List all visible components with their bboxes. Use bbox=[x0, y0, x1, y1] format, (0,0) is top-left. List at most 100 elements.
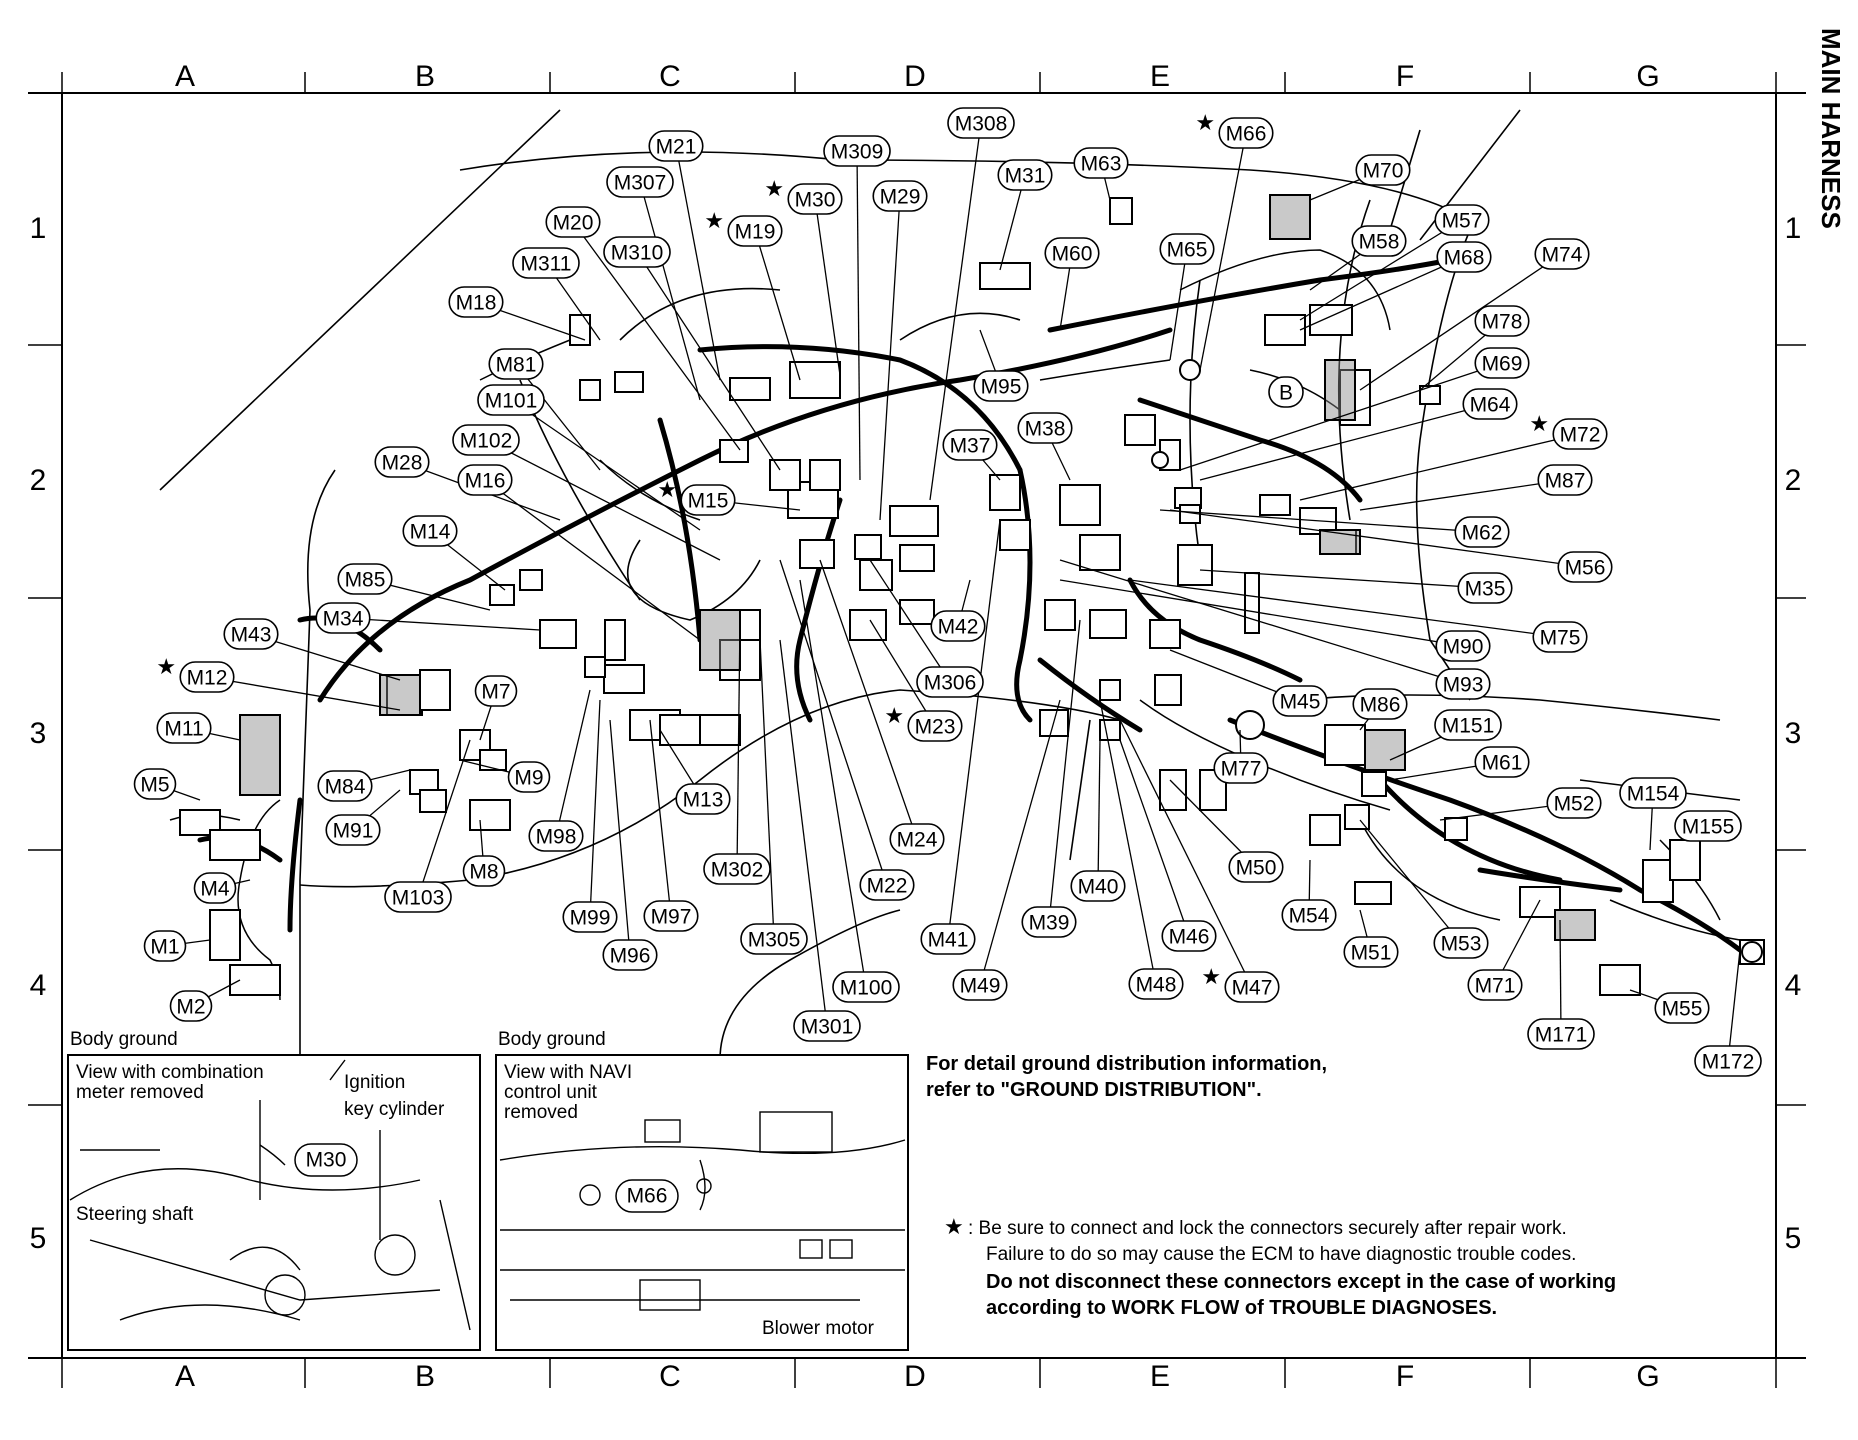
connector-label-m103: M103 bbox=[384, 881, 452, 913]
inset-right-view-text-3: removed bbox=[504, 1102, 578, 1123]
textured-connector-shape bbox=[1364, 729, 1406, 771]
connector-label-m56: M56 bbox=[1557, 551, 1613, 583]
connector-label-m39: M39 bbox=[1021, 906, 1077, 938]
connector-label-m50: M50 bbox=[1228, 851, 1284, 883]
connector-id: M11 bbox=[164, 718, 203, 741]
connector-id: M13 bbox=[683, 789, 724, 812]
column-label-bottom: D bbox=[904, 1360, 926, 1393]
connector-id: M171 bbox=[1535, 1024, 1588, 1047]
star-marker: ★ bbox=[884, 703, 904, 728]
connector-label-m58: M58 bbox=[1351, 225, 1407, 257]
column-label-bottom: B bbox=[415, 1360, 435, 1393]
connector-label-m55: M55 bbox=[1654, 992, 1710, 1024]
inset-right-view-text-2: control unit bbox=[504, 1082, 598, 1103]
leader-line bbox=[1179, 362, 1503, 471]
leader-line bbox=[417, 739, 471, 898]
column-label-bottom: C bbox=[659, 1360, 681, 1393]
connector-id: M77 bbox=[1221, 758, 1262, 781]
star-marker: ★ bbox=[1201, 964, 1221, 989]
star-marker: ★ bbox=[1529, 411, 1549, 436]
inset-right-connector: M66 bbox=[627, 1185, 668, 1208]
diagram-frame bbox=[28, 92, 1806, 1359]
connector-id: M308 bbox=[955, 113, 1008, 136]
connector-label-m155: M155 bbox=[1674, 810, 1742, 842]
connector-shape bbox=[1244, 572, 1260, 634]
round-connector-shape bbox=[1741, 941, 1763, 963]
connector-label-m75: M75 bbox=[1532, 621, 1588, 653]
textured-connector-shape bbox=[1319, 529, 1361, 555]
connector-id: M75 bbox=[1540, 627, 1581, 650]
connector-shape bbox=[469, 799, 511, 831]
connector-label-m66: M66★ bbox=[1195, 110, 1274, 149]
connector-label-m37: M37 bbox=[942, 429, 998, 461]
leader-line bbox=[779, 639, 828, 1027]
connector-shape bbox=[999, 519, 1031, 551]
connector-id: M53 bbox=[1441, 933, 1482, 956]
leader-line bbox=[1059, 559, 1464, 685]
ground-info-line-2: refer to "GROUND DISTRIBUTION". bbox=[926, 1079, 1262, 1101]
connector-label-m172: M172 bbox=[1694, 1045, 1762, 1077]
column-label-top: F bbox=[1396, 60, 1414, 93]
leader-line bbox=[206, 676, 401, 711]
connector-id: M29 bbox=[880, 186, 921, 209]
connector-id: M56 bbox=[1565, 557, 1606, 580]
column-label-top: D bbox=[904, 60, 926, 93]
connector-id: M1 bbox=[150, 936, 179, 959]
connector-id: M68 bbox=[1444, 247, 1485, 270]
leader-lines bbox=[154, 122, 1741, 1062]
connector-shape bbox=[809, 459, 841, 491]
row-label-right: 3 bbox=[1785, 717, 1802, 750]
leader-line bbox=[814, 198, 841, 376]
connector-id: M21 bbox=[656, 136, 697, 159]
connector-shape bbox=[604, 619, 626, 661]
leader-line bbox=[484, 479, 701, 641]
connector-shape bbox=[1149, 619, 1181, 649]
inset-left-ignition-text-2: key cylinder bbox=[344, 1099, 445, 1120]
leader-line bbox=[1169, 248, 1188, 361]
connector-label-m100: M100 bbox=[832, 971, 900, 1003]
connector-label-m302: M302 bbox=[703, 853, 771, 885]
connector-label-m68: M68 bbox=[1436, 241, 1492, 273]
connector-label-m1: M1 bbox=[143, 930, 187, 962]
connector-id: M14 bbox=[410, 521, 451, 544]
connector-shape bbox=[729, 377, 771, 401]
connector-id: M28 bbox=[382, 452, 423, 475]
leader-line bbox=[947, 519, 1001, 940]
leader-line bbox=[779, 559, 888, 886]
connector-shape bbox=[1444, 817, 1468, 841]
connector-id: M78 bbox=[1482, 311, 1523, 334]
connector-label-m69: M69 bbox=[1474, 347, 1530, 379]
connector-id: M154 bbox=[1627, 783, 1680, 806]
connector-label-m60: M60 bbox=[1044, 237, 1100, 269]
leader-line bbox=[1199, 569, 1486, 589]
connector-id: M37 bbox=[950, 435, 991, 458]
connector-id: M46 bbox=[1169, 926, 1210, 949]
connector-id: M100 bbox=[840, 977, 893, 1000]
star-marker: ★ bbox=[156, 654, 176, 679]
connector-id: M54 bbox=[1289, 905, 1330, 928]
column-label-top: G bbox=[1636, 60, 1659, 93]
connector-id: M16 bbox=[465, 470, 506, 493]
row-label-left: 1 bbox=[30, 212, 47, 245]
star-bold-line-1: Do not disconnect these connectors excep… bbox=[986, 1271, 1616, 1293]
connector-shape bbox=[569, 314, 591, 346]
connector-id: M20 bbox=[553, 212, 594, 235]
connector-shape bbox=[419, 789, 447, 813]
connector-shape bbox=[1177, 544, 1213, 586]
connector-id: M93 bbox=[1443, 674, 1484, 697]
connector-id: B bbox=[1279, 382, 1293, 405]
connector-id: M87 bbox=[1545, 470, 1586, 493]
connector-label-m16: M16 bbox=[457, 464, 513, 496]
connector-label-m99: M99 bbox=[562, 901, 618, 933]
star-marker: ★ bbox=[657, 477, 677, 502]
connector-id: M50 bbox=[1236, 857, 1277, 880]
connector-shape bbox=[849, 609, 887, 641]
connector-label-m30: M30★ bbox=[764, 176, 843, 215]
connector-id: M151 bbox=[1442, 715, 1495, 738]
star-marker: ★ bbox=[704, 208, 724, 233]
row-label-left: 2 bbox=[30, 464, 47, 497]
connector-label-m305: M305 bbox=[740, 923, 808, 955]
leader-line bbox=[639, 181, 701, 401]
connector-id: M98 bbox=[536, 826, 577, 849]
connector-id: M102 bbox=[460, 430, 513, 453]
